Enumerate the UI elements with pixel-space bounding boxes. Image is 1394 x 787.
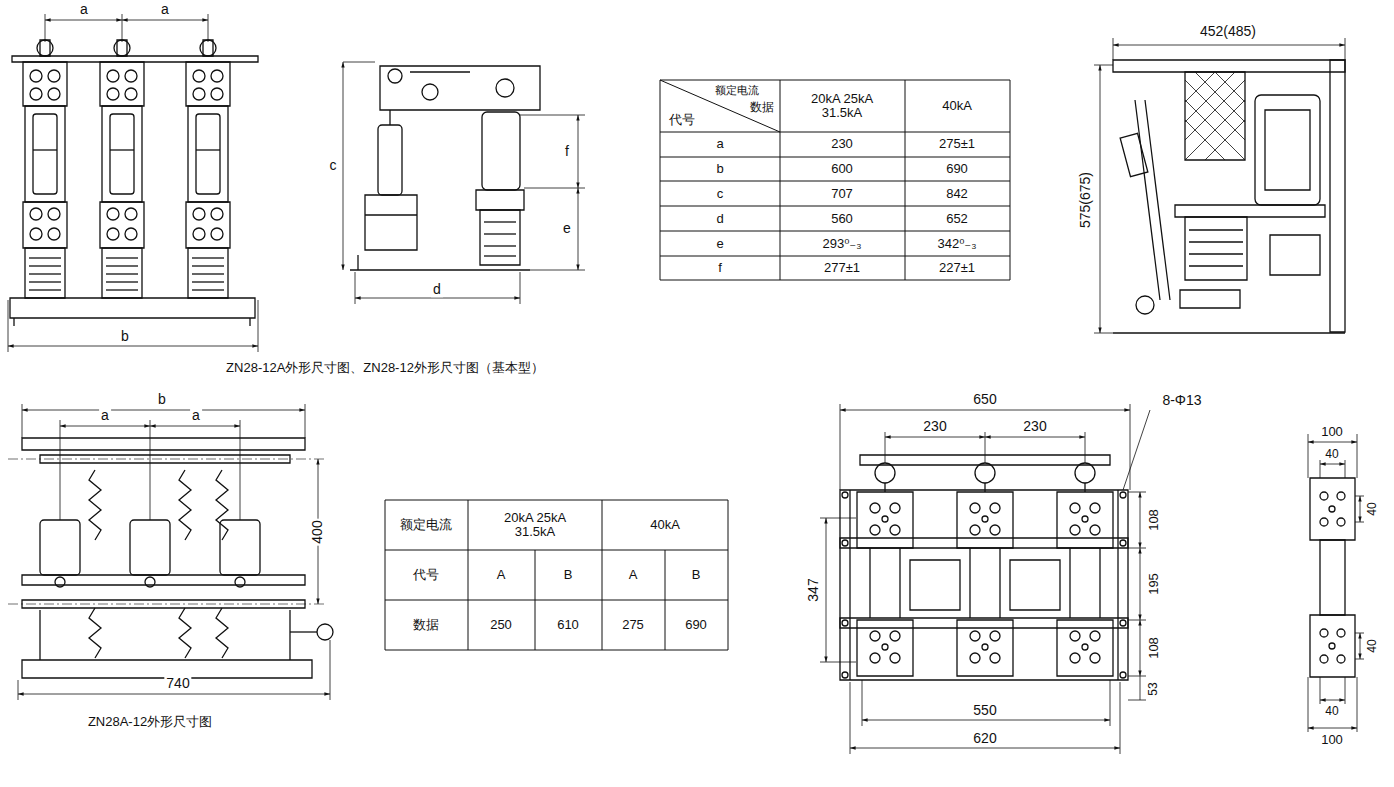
- table-cell: 842: [944, 186, 970, 200]
- dimension-label: 550: [971, 703, 998, 718]
- figure-caption: ZN28-12A外形尺寸图、ZN28-12外形尺寸图（基本型）: [224, 361, 546, 375]
- table-cell: 20kA 25kA 31.5kA: [800, 92, 884, 121]
- side-view: [343, 62, 585, 304]
- table-cell: 230: [829, 137, 855, 151]
- dimension-label: b: [119, 329, 131, 344]
- dimension-label: 195: [1147, 571, 1161, 597]
- table-cell: c: [715, 186, 726, 200]
- table-grid: [660, 80, 1010, 280]
- table-cell: 610: [555, 618, 581, 632]
- dimension-label: 40: [1366, 500, 1379, 517]
- front-view: [8, 14, 258, 352]
- dimension-label: 53: [1147, 680, 1160, 697]
- table-cell: 690: [944, 162, 970, 176]
- table-cell: 代号: [667, 113, 697, 127]
- dimension-label: 230: [1021, 419, 1048, 434]
- dimension-label: e: [561, 221, 573, 236]
- dimension-label: 575(675): [1078, 170, 1093, 230]
- dimension-label: a: [159, 2, 171, 17]
- table-cell: 707: [829, 186, 855, 200]
- table-cell: 额定电流: [713, 84, 761, 96]
- table-cell: 代号: [411, 568, 441, 582]
- dimension-label: 740: [164, 676, 191, 691]
- table-cell: e: [714, 236, 725, 250]
- table-cell: 293⁰₋₃: [820, 236, 863, 250]
- dimension-label: 452(485): [1198, 24, 1258, 39]
- table-cell: 690: [683, 618, 709, 632]
- table-cell: a: [714, 137, 725, 151]
- table-cell: 数据: [411, 618, 441, 632]
- table-cell: 600: [829, 162, 855, 176]
- dimension-label: 8-Φ13: [1160, 393, 1203, 408]
- table-cell: B: [562, 568, 575, 582]
- table-cell: 277±1: [822, 261, 862, 275]
- table-cell: 342⁰₋₃: [935, 236, 978, 250]
- table-cell: A: [495, 568, 508, 582]
- table-cell: f: [716, 261, 724, 275]
- table-cell: b: [714, 162, 725, 176]
- dimension-label: 100: [1319, 425, 1345, 439]
- dimension-label: d: [431, 282, 443, 297]
- table-cell: 40kA: [940, 99, 974, 113]
- dimension-label: 100: [1319, 733, 1345, 747]
- figure-caption: ZN28A-12外形尺寸图: [86, 715, 214, 729]
- table-cell: A: [627, 568, 640, 582]
- dimension-label: 40: [1323, 448, 1340, 461]
- table-cell: 560: [829, 211, 855, 225]
- dimension-label: f: [563, 144, 571, 159]
- dimension-label: a: [78, 2, 90, 17]
- dimension-label: 400: [310, 518, 325, 545]
- dimension-label: 347: [806, 576, 821, 603]
- dimension-label: a: [99, 408, 111, 423]
- terminal-view: [1308, 434, 1364, 732]
- dimension-label: 40: [1323, 705, 1340, 718]
- table-cell: 275: [620, 618, 646, 632]
- dimension-label: 108: [1147, 635, 1161, 661]
- table-cell: B: [690, 568, 703, 582]
- table-cell: d: [714, 211, 725, 225]
- dimension-label: a: [190, 408, 202, 423]
- dimension-label: 40: [1366, 637, 1379, 654]
- table-cell: 20kA 25kA 31.5kA: [483, 511, 587, 540]
- table-cell: 40kA: [648, 518, 682, 532]
- table-cell: 227±1: [937, 261, 977, 275]
- table-cell: 652: [944, 211, 970, 225]
- table-cell: 275±1: [937, 137, 977, 151]
- zn28a-front-view: [8, 404, 333, 700]
- table-cell: 额定电流: [398, 518, 454, 532]
- plan-view: [820, 404, 1150, 754]
- table-grid: [385, 500, 728, 650]
- dimension-label: 230: [921, 419, 948, 434]
- dimension-label: 650: [971, 392, 998, 407]
- dimension-label: b: [156, 392, 168, 407]
- dimension-label: 620: [971, 731, 998, 746]
- dimension-label: 108: [1147, 507, 1161, 533]
- side-section: [1094, 38, 1345, 333]
- table-cell: 数据: [748, 101, 776, 114]
- dimension-label: c: [328, 158, 339, 173]
- table-cell: 250: [488, 618, 514, 632]
